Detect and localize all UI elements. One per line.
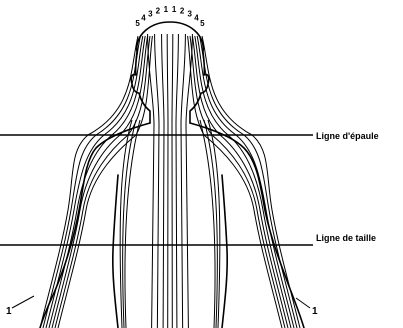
head-number: 3 [148,9,153,18]
meridian-line [167,34,168,328]
head-number: 2 [180,7,185,16]
meridian-lines [40,34,300,328]
meridian-line [181,34,185,328]
right-hand-marker-pointer [296,298,310,308]
meridian-line [162,34,164,328]
waist-line-label: Ligne de taille [316,233,376,243]
meridian-line [125,120,140,328]
head-number: 4 [194,14,199,23]
head-number: 5 [200,19,205,28]
shoulder-line-label: Ligne d'épaule [316,131,379,141]
head-number: 3 [187,9,192,18]
head-number: 5 [135,19,140,28]
left-hand-marker: 1 [6,306,12,317]
meridian-line [155,34,159,328]
left-hand-marker-pointer [12,296,34,308]
head-number: 2 [156,7,161,16]
right-hand-marker: 1 [312,306,318,317]
head-number: 1 [172,5,177,14]
head-number: 1 [164,5,169,14]
meridian-line [176,34,178,328]
head-number: 4 [141,14,146,23]
meridian-line [188,36,282,328]
meridian-line [172,34,173,328]
meridian-line [58,36,152,328]
meridian-line [200,120,215,328]
